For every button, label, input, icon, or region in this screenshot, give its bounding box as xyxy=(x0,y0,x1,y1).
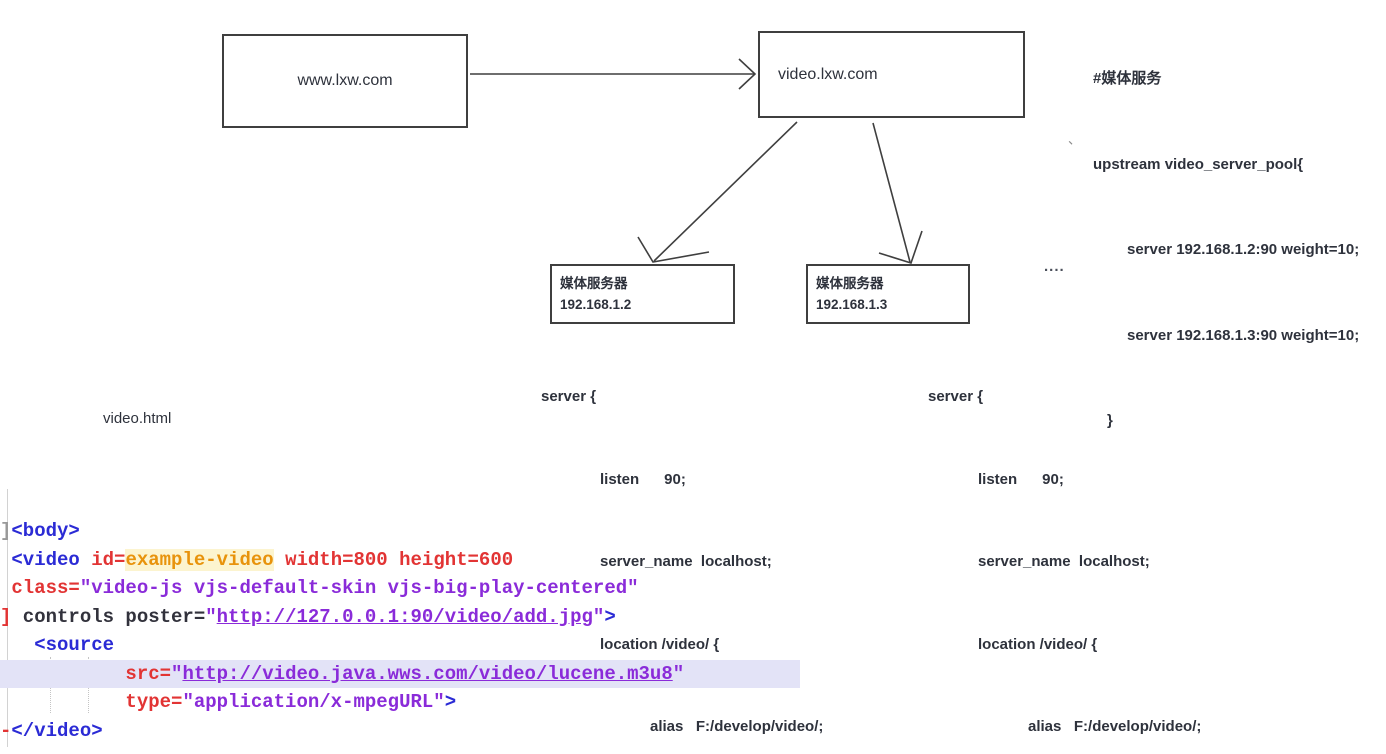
code-token: > xyxy=(604,605,616,628)
stray-mark: 、 xyxy=(1068,132,1082,147)
video-server-box: video.lxw.com xyxy=(758,31,1025,118)
arrowhead-media1 xyxy=(637,236,710,263)
upstream-config-block: #媒体服务 upstream video_server_pool{ server… xyxy=(1093,8,1359,493)
code-token xyxy=(0,691,125,713)
media-server-1-box: 媒体服务器 192.168.1.2 xyxy=(550,264,735,324)
server-location: location /video/ { xyxy=(600,635,720,653)
code-line: ]<body> xyxy=(0,517,800,546)
arrowhead-media2 xyxy=(878,230,923,264)
code-token: controls poster xyxy=(11,605,194,628)
nginx-server-config-2: server { listen 90; server_name localhos… xyxy=(928,328,1201,754)
arrow-video-to-media1 xyxy=(653,121,798,262)
code-token: src xyxy=(125,662,160,685)
url-link[interactable]: http://video.java.wws.com/video/lucene.m… xyxy=(182,662,673,685)
upstream-server-2: server 192.168.1.3:90 weight=10; xyxy=(1127,326,1360,344)
code-token: <source xyxy=(34,634,115,656)
code-token xyxy=(0,634,34,656)
code-line: class="video-js vjs-default-skin vjs-big… xyxy=(0,574,800,603)
editor-gutter-line xyxy=(7,489,8,747)
server-listen: listen 90; xyxy=(978,470,1064,488)
server-alias: alias F:/develop/video/; xyxy=(1028,718,1202,735)
code-token: = xyxy=(159,662,172,685)
code-token: - xyxy=(0,719,12,742)
code-token: <body> xyxy=(11,520,80,542)
code-line: <source xyxy=(0,631,800,660)
code-token: = xyxy=(193,605,206,628)
media-server-1-title: 媒体服务器 xyxy=(560,276,628,291)
code-token: example-video xyxy=(125,548,274,571)
code-token: "video-js vjs-default-skin vjs-big-play-… xyxy=(79,577,639,599)
media-server-2-title: 媒体服务器 xyxy=(816,276,884,291)
nginx-server-config-1: server { listen 90; server_name localhos… xyxy=(541,328,823,754)
code-token xyxy=(0,577,11,599)
server-location: location /video/ { xyxy=(978,635,1098,653)
arrowhead-right xyxy=(738,58,757,90)
code-token: > xyxy=(444,691,457,713)
code-token: </video> xyxy=(11,719,103,742)
code-token: " xyxy=(592,605,605,628)
media-server-2-ip: 192.168.1.3 xyxy=(816,297,888,312)
code-token: " xyxy=(205,605,217,628)
code-token: "application/x-mpegURL" xyxy=(182,691,445,713)
server-name: server_name localhost; xyxy=(600,553,772,570)
media-server-2-box: 媒体服务器 192.168.1.3 xyxy=(806,264,970,324)
upstream-comment: #媒体服务 xyxy=(1093,70,1162,87)
code-token: ] xyxy=(0,520,12,542)
code-token: = xyxy=(68,577,80,599)
code-token xyxy=(80,549,91,571)
code-token xyxy=(0,549,11,571)
code-line: type="application/x-mpegURL"> xyxy=(0,688,800,717)
code-token: <video xyxy=(11,548,80,571)
code-line: ] controls poster="http://127.0.0.1:90/v… xyxy=(0,603,800,632)
code-token: class xyxy=(11,577,69,599)
server-alias: alias F:/develop/video/; xyxy=(650,718,824,735)
code-token: type xyxy=(125,691,172,713)
upstream-server-1: server 192.168.1.2:90 weight=10; xyxy=(1127,241,1360,258)
server-name: server_name localhost; xyxy=(978,553,1150,570)
code-token: " xyxy=(171,662,183,685)
url-link[interactable]: http://127.0.0.1:90/video/add.jpg xyxy=(216,605,593,628)
video-server-label: video.lxw.com xyxy=(778,65,878,83)
code-line: <video id=example-video width=800 height… xyxy=(0,546,800,575)
code-token: " xyxy=(672,662,685,685)
media-server-1-ip: 192.168.1.2 xyxy=(560,297,632,312)
video-html-label: video.html xyxy=(103,410,172,427)
code-line: -</video> xyxy=(0,717,800,746)
server-open: server { xyxy=(541,388,597,405)
code-token: ] xyxy=(0,605,12,628)
ellipsis-label: .... xyxy=(1044,258,1065,275)
server-open: server { xyxy=(928,388,984,405)
www-server-label: www.lxw.com xyxy=(297,72,393,89)
server-listen: listen 90; xyxy=(600,470,686,488)
upstream-close: } xyxy=(1107,412,1113,429)
www-server-box: www.lxw.com xyxy=(222,34,468,128)
code-token xyxy=(0,663,125,685)
code-line-selected: src="http://video.java.wws.com/video/luc… xyxy=(0,659,800,688)
code-block: ]<body> <video id=example-video width=80… xyxy=(0,517,800,745)
code-token: width=800 height=600 xyxy=(273,548,514,571)
code-token: = xyxy=(171,691,183,713)
arrow-video-to-media2 xyxy=(872,122,911,263)
upstream-open: upstream video_server_pool{ xyxy=(1093,155,1304,173)
code-token: id= xyxy=(91,548,126,571)
